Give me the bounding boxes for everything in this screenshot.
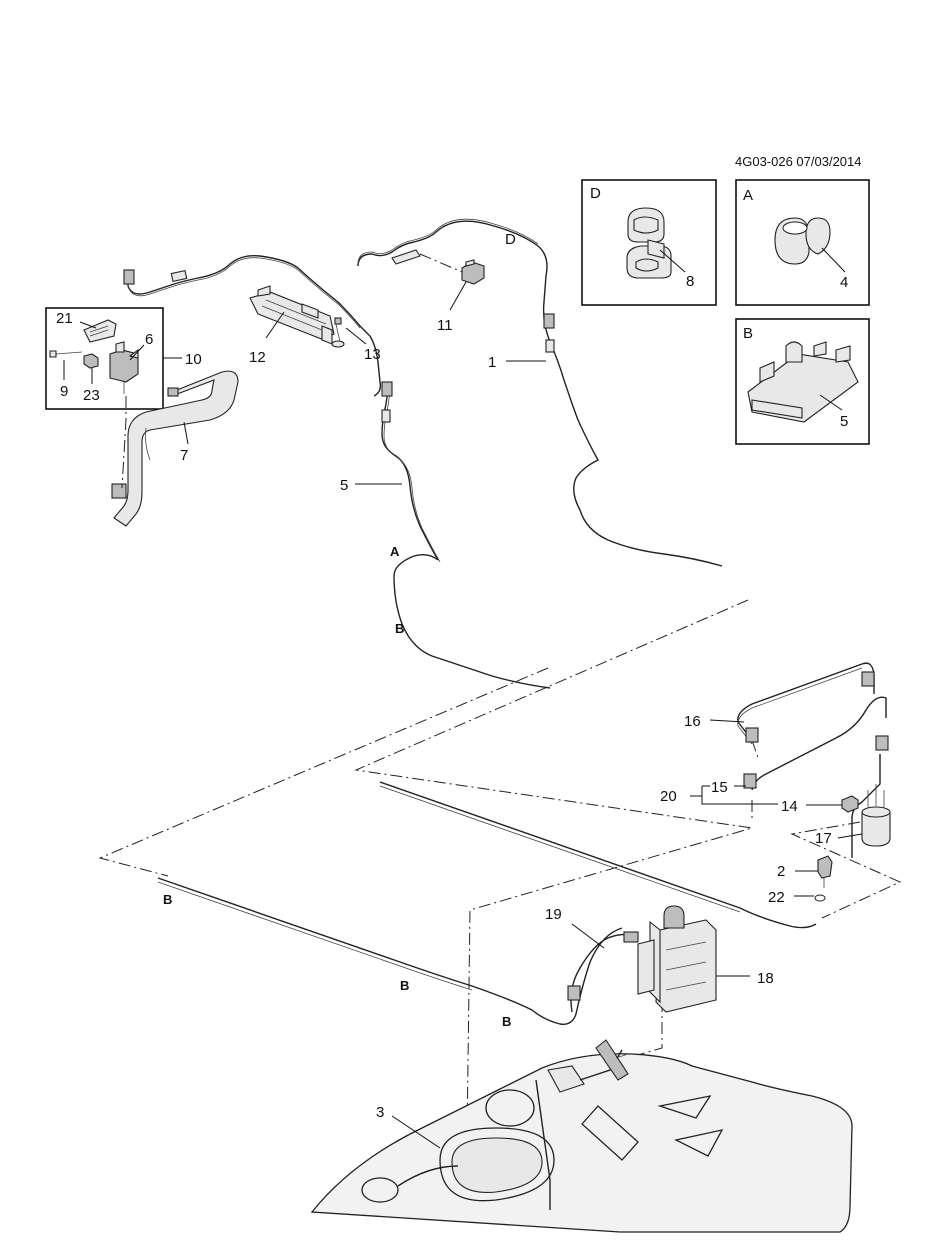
nut-23-icon <box>83 353 99 369</box>
marker-b-4: B <box>502 1014 511 1029</box>
sensor-2-icon <box>817 855 833 888</box>
callout-8: 8 <box>686 273 694 290</box>
callout-11: 11 <box>437 317 453 334</box>
seal-22-icon <box>814 894 826 902</box>
callout-15: 15 <box>711 779 728 796</box>
callout-7: 7 <box>180 447 188 464</box>
drawing-code: 4G03-026 07/03/2014 <box>735 154 862 169</box>
detail-box-b: B 5 <box>735 318 870 445</box>
filter-17-icon <box>841 784 891 847</box>
canister-18-icon <box>637 905 717 1013</box>
callout-13: 13 <box>364 346 381 363</box>
marker-b-2: B <box>163 892 172 907</box>
callout-23: 23 <box>83 387 100 404</box>
callout-4: 4 <box>840 274 848 291</box>
callout-1: 1 <box>488 354 496 371</box>
marker-b-1: B <box>395 621 404 636</box>
callout-12: 12 <box>249 349 266 366</box>
callout-21: 21 <box>56 310 73 327</box>
marker-b-3: B <box>400 978 409 993</box>
detail-letter-b: B <box>743 325 753 342</box>
screw-13-icon <box>331 317 345 348</box>
callout-6: 6 <box>145 331 153 348</box>
marker-d: D <box>505 231 516 248</box>
fuel-tank-3-icon <box>310 1049 853 1233</box>
clip-d-icon <box>626 207 672 279</box>
valve-6-icon <box>109 341 139 394</box>
detail-letter-d: D <box>590 185 601 202</box>
lower-pipe-network <box>157 662 889 1025</box>
callout-3: 3 <box>376 1104 384 1121</box>
clip-a-icon <box>774 217 831 265</box>
hose-19-icon <box>567 931 639 1013</box>
clip-b-icon <box>747 341 859 423</box>
callout-9: 9 <box>60 383 68 400</box>
callout-5: 5 <box>340 477 348 494</box>
callout-17: 17 <box>815 830 832 847</box>
callout-5-detail: 5 <box>840 413 848 430</box>
marker-a: A <box>390 544 400 559</box>
valve-bracket-icon <box>595 1039 629 1081</box>
callout-2: 2 <box>777 863 785 880</box>
callout-18: 18 <box>757 970 774 987</box>
bolt-9-icon <box>49 350 83 358</box>
callout-10: 10 <box>185 351 202 368</box>
callout-14: 14 <box>781 798 798 815</box>
detail-box-d: D 8 <box>581 179 717 306</box>
clip-11-icon <box>461 259 485 285</box>
callout-22: 22 <box>768 889 785 906</box>
callout-19: 19 <box>545 906 562 923</box>
callout-16: 16 <box>684 713 701 730</box>
detail-letter-a: A <box>743 187 753 204</box>
callout-20: 20 <box>660 788 677 805</box>
bracket-12-icon <box>249 285 335 345</box>
bracket-21-icon <box>83 319 117 343</box>
detail-box-a: A 4 <box>735 179 870 306</box>
upper-pipe-network <box>123 218 723 689</box>
kit-box-10: 21 6 9 23 10 <box>45 307 202 410</box>
